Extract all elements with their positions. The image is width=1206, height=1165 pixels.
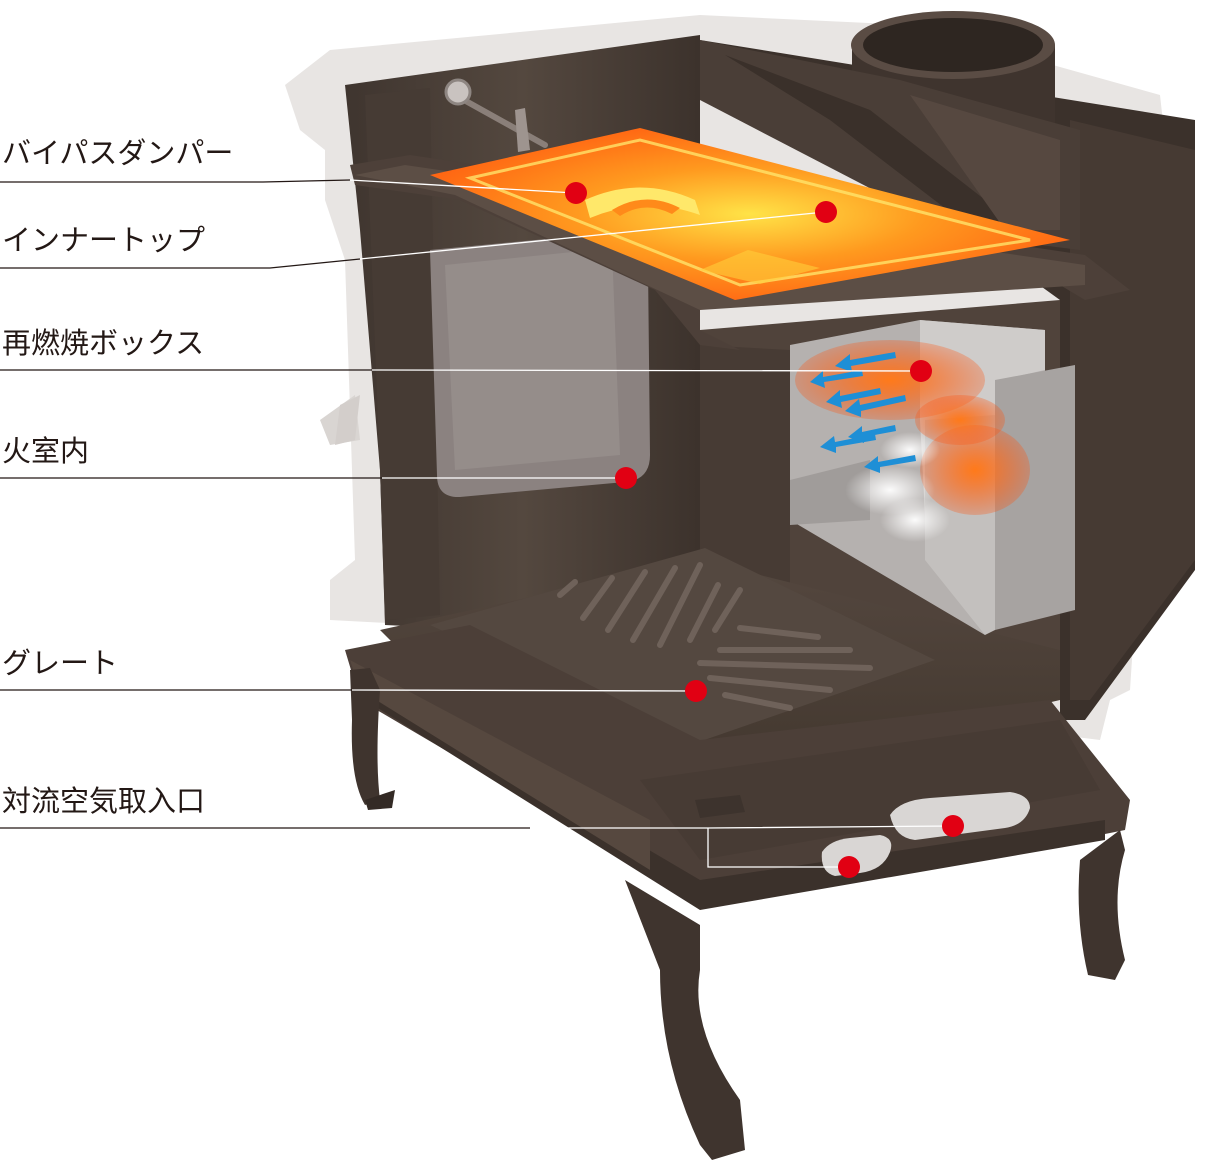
leader-inner-top — [0, 258, 361, 269]
door-latch — [335, 395, 360, 445]
secondary-air-arrows — [810, 352, 916, 473]
callout-labels: バイパスダンパー インナートップ 再燃焼ボックス 火室内 グレート 対流空気取入… — [2, 136, 233, 818]
label-convection-air-inlet: 対流空気取入口 — [2, 784, 205, 818]
leader-inner-top-inner — [359, 211, 826, 260]
marker-grate — [685, 680, 707, 702]
inner-top-glow — [430, 128, 1070, 300]
marker-reburn-box — [910, 360, 932, 382]
label-bypass-damper: バイパスダンパー — [2, 136, 233, 170]
leader-reburn-box-inner — [371, 369, 921, 372]
label-inner-top: インナートップ — [2, 223, 205, 257]
bypass-damper-rod — [444, 78, 548, 152]
marker-convection-air-right — [942, 815, 964, 837]
callout-markers — [565, 182, 964, 878]
marker-bypass-damper — [565, 182, 587, 204]
marker-firebox — [615, 467, 637, 489]
callout-leaders — [0, 179, 954, 868]
stove-legs — [350, 668, 1125, 1160]
leader-convection-air-inner — [530, 825, 954, 868]
label-firebox: 火室内 — [2, 434, 89, 468]
leader-bypass-damper — [0, 179, 351, 183]
grate — [430, 548, 935, 745]
label-reburn-box: 再燃焼ボックス — [2, 326, 204, 360]
marker-inner-top — [815, 201, 837, 223]
label-grate: グレート — [2, 646, 118, 680]
reburn-box — [790, 320, 1075, 635]
rear-baffle — [700, 40, 1080, 250]
leader-bypass-damper-inner — [349, 179, 576, 194]
marker-convection-air-left — [838, 856, 860, 878]
stove-base — [345, 625, 1130, 910]
leader-grate-inner — [351, 689, 696, 692]
